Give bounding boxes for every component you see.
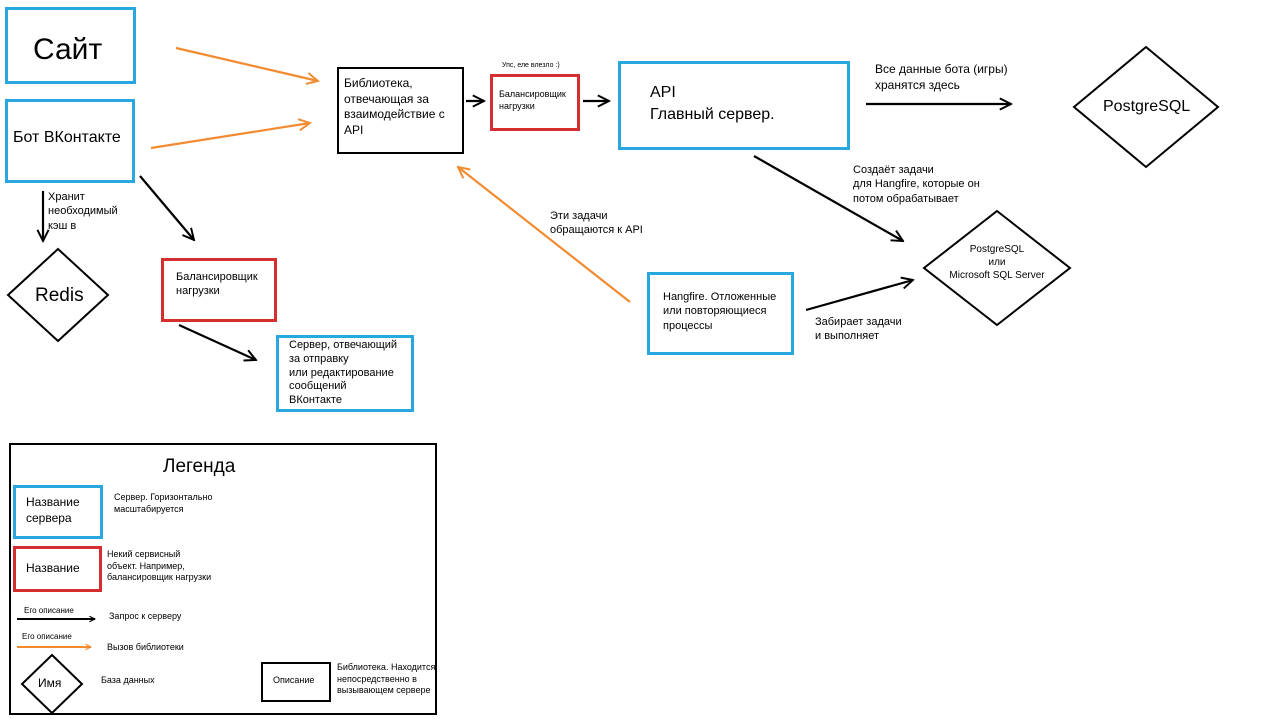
site-label: Сайт [33, 33, 103, 66]
legend-title: Легенда [163, 456, 236, 477]
legend-library-sample-label: Описание [273, 675, 315, 685]
redis-diamond [6, 247, 110, 343]
arrow-site-to-library [175, 46, 318, 81]
hangfire-db-label: PostgreSQL или Microsoft SQL Server [949, 244, 1045, 281]
arrow-bot-to-library [150, 123, 310, 150]
arrow-api-to-hangfire-db [753, 155, 903, 241]
library-label: Библиотека, отвечающая за взаимодействие… [344, 76, 445, 137]
legend-request-desc: Запрос к серверу [109, 611, 182, 621]
postgres-top-label: PostgreSQL [1103, 98, 1191, 115]
hangfire-label: Hangfire. Отложенные или повторяющиеся п… [663, 291, 777, 332]
arrow-bot-to-lb [139, 175, 194, 240]
legend-request-arrow-label: Его описание [24, 606, 74, 615]
arrow-hangfire-to-db [805, 280, 913, 312]
legend-db-sample-label: Имя [38, 676, 62, 690]
vk-bot-label: Бот ВКонтакте [13, 129, 121, 146]
legend-library-arrow-label: Его описание [22, 632, 72, 641]
api-node: API Главный сервер. [618, 61, 850, 150]
api-label: API Главный сервер. [650, 84, 775, 123]
legend-library-sample: Описание [261, 662, 331, 702]
legend-server-desc: Сервер. Горизонтально масштабируется [114, 492, 213, 514]
lb-top-label: Балансировщик нагрузки [499, 89, 566, 111]
legend-service-desc: Некий сервисный объект. Например, баланс… [107, 549, 212, 583]
legend-panel: Легенда [9, 443, 437, 715]
arrow-lb-to-vk-sender [178, 323, 256, 360]
lb-bottom-node: Балансировщик нагрузки [161, 258, 277, 322]
legend-server-sample-label: Название сервера [26, 495, 80, 525]
site-node: Сайт [5, 7, 136, 84]
hangfire-db-diamond [922, 209, 1072, 327]
lb-top-node: Балансировщик нагрузки [490, 74, 580, 131]
hangfire-node: Hangfire. Отложенные или повторяющиеся п… [647, 272, 794, 355]
legend-library-box-desc: Библиотека. Находится непосредственно в … [337, 662, 436, 696]
library-node: Библиотека, отвечающая за взаимодействие… [337, 67, 464, 154]
legend-library-desc: Вызов библиотеки [107, 642, 184, 652]
postgres-top-diamond [1072, 45, 1220, 169]
edge-label-tasks-call-api: Эти задачи обращаются к API [550, 210, 643, 237]
lb-top-note: Упс, еле влезло :) [502, 62, 560, 69]
vk-sender-node: Сервер, отвечающий за отправку или редак… [276, 335, 414, 412]
lb-bottom-label: Балансировщик нагрузки [176, 271, 258, 298]
vk-sender-label: Сервер, отвечающий за отправку или редак… [289, 339, 398, 406]
legend-db-desc: База данных [101, 675, 155, 685]
arrow-hangfire-to-library [458, 167, 631, 303]
legend-service-sample-label: Название [26, 561, 80, 575]
edge-label-bot-data: Все данные бота (игры) хранятся здесь [875, 62, 1008, 92]
edge-label-creates-tasks: Создаёт задачи для Hangfire, которые он … [853, 164, 980, 205]
edge-label-takes-tasks: Забирает задачи и выполняет [815, 316, 902, 343]
legend-service-sample: Название [13, 546, 102, 592]
edge-label-cache: Хранит необходимый кэш в [48, 191, 118, 232]
vk-bot-node: Бот ВКонтакте [5, 99, 135, 183]
redis-label: Redis [35, 285, 84, 306]
legend-server-sample: Название сервера [13, 485, 103, 539]
